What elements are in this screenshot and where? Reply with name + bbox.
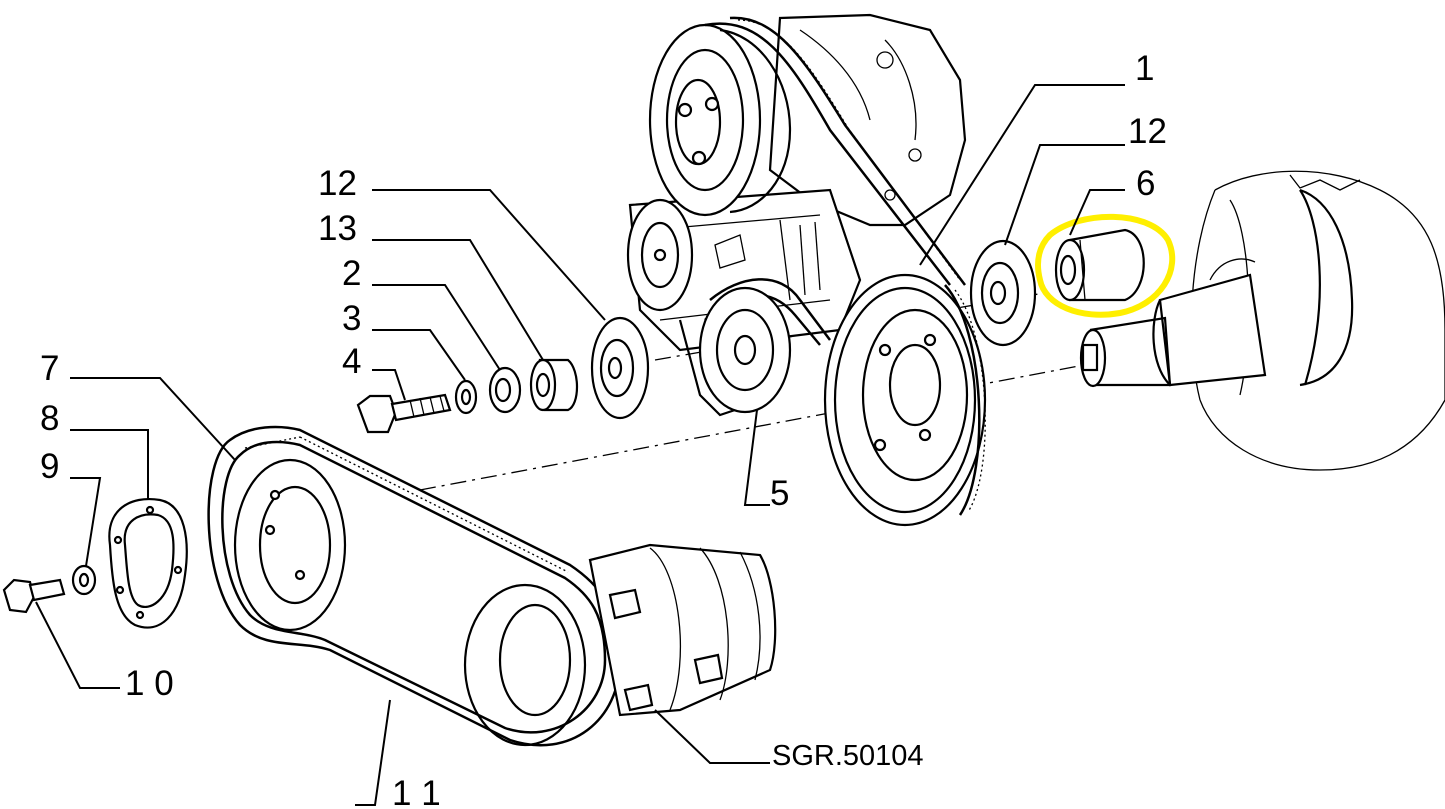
callout-7: 7 [40,349,59,388]
bush-13 [529,358,579,412]
callout-8: 8 [40,399,59,438]
callout-11: 1 1 [392,774,441,809]
callout-3: 3 [342,299,361,338]
compressor-pulley [233,458,587,747]
washer-12-left [590,316,650,420]
washer-9 [71,564,97,596]
callout-5: 5 [770,474,789,513]
callout-4: 4 [342,342,361,381]
callout-1: 1 [1135,49,1154,88]
crankshaft [1079,170,1445,471]
washer-3 [454,379,478,415]
belt-11 [207,425,622,747]
callout-6: 6 [1136,164,1155,203]
bolt-10 [2,578,66,614]
callout-2: 2 [342,254,361,293]
callout-10: 1 0 [125,664,174,703]
bush-6 [1035,213,1176,318]
tensioner-pulley [698,278,831,414]
alternator-belt [704,16,966,286]
bolt-4 [356,393,452,434]
callout-13: 13 [318,209,357,248]
callout-9: 9 [40,447,59,486]
leader-lines [35,84,1125,806]
highlight-circle [1035,213,1176,318]
ac-compressor [588,543,777,717]
alternator [626,13,967,417]
callout-12-left: 12 [318,164,357,203]
reference-code: SGR.50104 [772,740,924,772]
crankshaft-pulley [823,273,987,527]
washer-12-right [969,239,1037,347]
flange-8 [108,498,188,629]
callout-12-right: 12 [1128,112,1167,151]
spacer-2 [488,366,522,414]
